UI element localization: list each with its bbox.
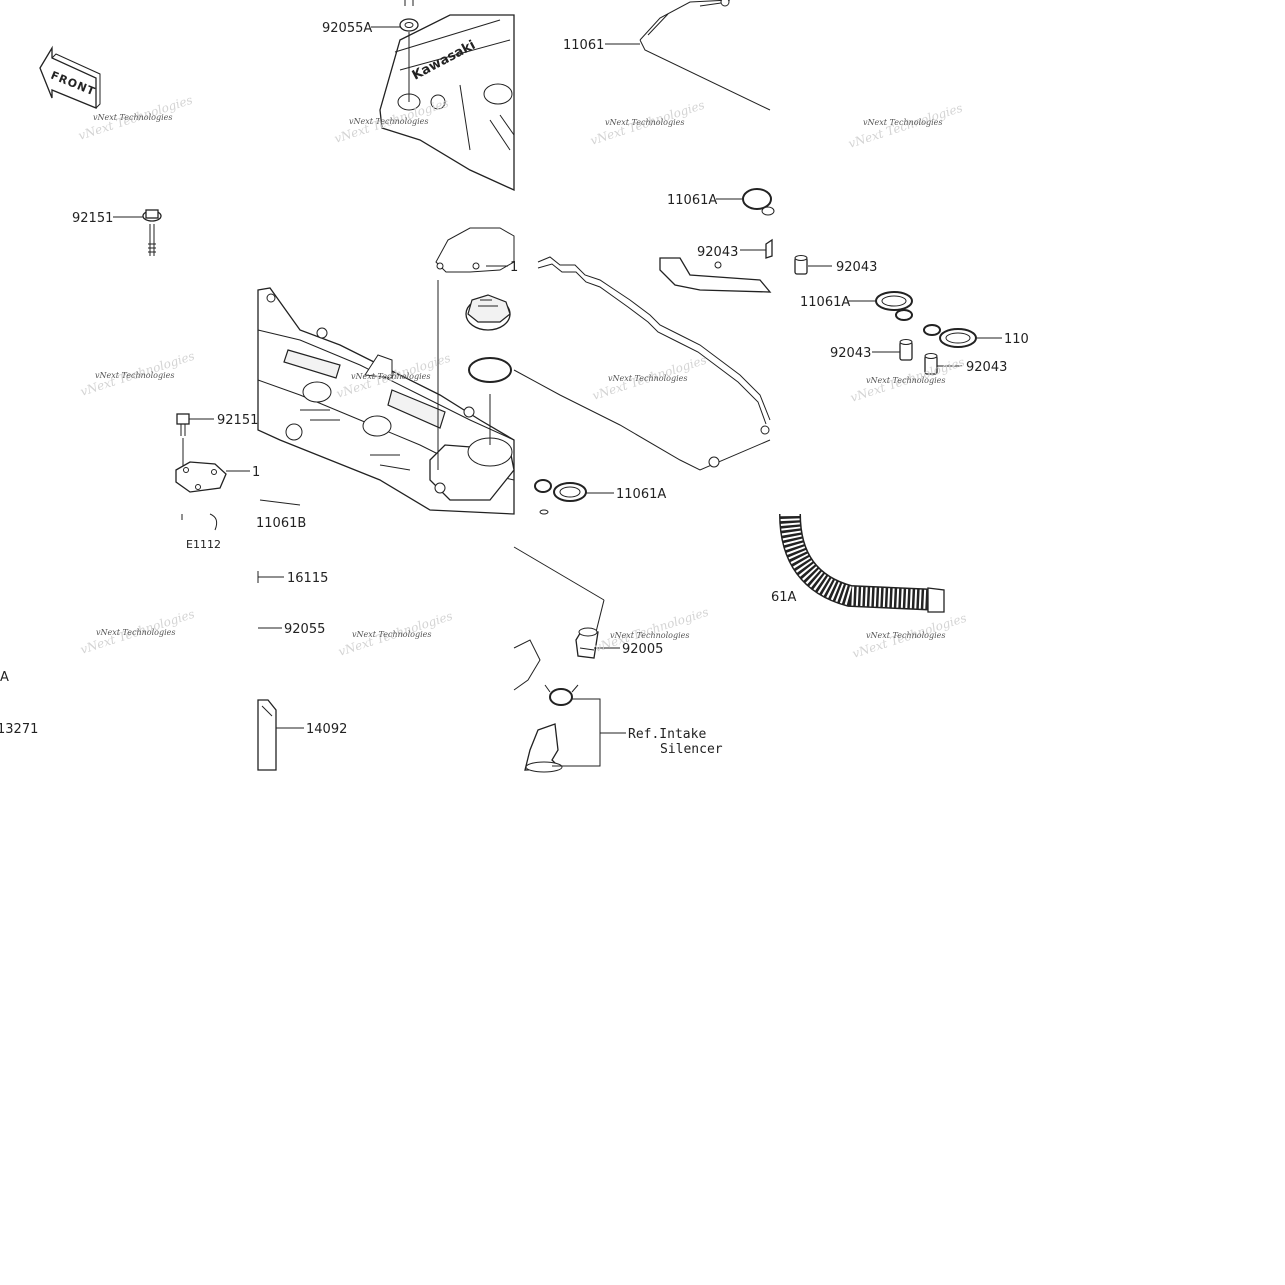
part-label: 61A [771, 590, 797, 605]
part-label: 1 [510, 260, 518, 275]
part-label: 11061A [667, 193, 717, 208]
corrugated-hose [779, 513, 945, 613]
breather-hose-connector [513, 546, 605, 659]
reference-label-line1: Ref.Intake [628, 727, 706, 742]
bolt-92151-a [142, 209, 162, 256]
part-labels: 92055A 11061 11061A 92043 92043 11061A 9… [0, 21, 1029, 757]
watermark: vNext Technologies [608, 374, 687, 383]
part-label: 92043 [836, 260, 877, 275]
part-label: 92043 [830, 346, 871, 361]
watermark: vNext Technologies [96, 628, 175, 637]
collar-92043-d [924, 353, 938, 375]
watermark: vNext Technologies [95, 371, 174, 380]
part-label: 92055 [284, 622, 325, 637]
part-label: 11061B [256, 516, 306, 531]
collar-92043-b [794, 255, 808, 275]
watermark: vNext Technologies [866, 631, 945, 640]
watermarks: vNext Technologies vNext Technologies vN… [77, 93, 969, 661]
cylinder-head-cover-upper: Kawasaki [379, 14, 515, 192]
collar-92043-a [765, 238, 773, 259]
part-label: 1 [252, 465, 260, 480]
part-label: 92043 [966, 360, 1007, 375]
gasket-cover-small [435, 227, 515, 470]
washer-92055A [399, 0, 419, 102]
seal-ring-11061A-b [875, 291, 913, 321]
bolt-92151-b [176, 413, 190, 468]
seal-ring-11061A-a [742, 188, 775, 216]
gasket-11061-lower [513, 256, 771, 471]
leader-lines [113, 26, 1002, 729]
collar-92043-c [899, 339, 913, 361]
oil-filler-cap [465, 294, 511, 331]
part-label: 11061A [616, 487, 666, 502]
reference-label-line2: Silencer [660, 742, 723, 757]
o-ring [468, 357, 512, 445]
gasket-11061 [639, 0, 771, 111]
part-label: 92151 [217, 413, 258, 428]
watermark: vNext Technologies [349, 117, 428, 126]
intake-elbow [524, 723, 563, 773]
seal-ring-11061A-c [534, 479, 587, 515]
part-label: 92043 [697, 245, 738, 260]
part-label: 92151 [72, 211, 113, 226]
left-intake-fragment [513, 639, 541, 691]
watermark: vNext Technologies [93, 113, 172, 122]
part-label: 14092 [306, 722, 347, 737]
watermark: vNext Technologies [610, 631, 689, 640]
watermark: vNext Technologies [351, 372, 430, 381]
part-label: 92055A [322, 21, 372, 36]
cover-14092 [257, 699, 277, 771]
breather-cover-plate [659, 257, 772, 293]
hose-clamp [544, 684, 579, 706]
part-label: 13271 [0, 722, 38, 737]
cover-plate-left [175, 461, 227, 531]
part-label: E1112 [186, 538, 221, 551]
watermark: vNext Technologies [352, 630, 431, 639]
seal-ring-110 [923, 324, 977, 348]
part-label: 16115 [287, 571, 328, 586]
part-label: 92005 [622, 642, 663, 657]
front-arrow-icon: FRONT [39, 45, 101, 109]
ref-bracket [552, 698, 626, 767]
part-label: A [0, 670, 9, 685]
part-label: 110 [1004, 332, 1029, 347]
watermark: vNext Technologies [866, 376, 945, 385]
cylinder-head-cover-main [257, 287, 515, 515]
watermark: vNext Technologies [863, 118, 942, 127]
part-label: 11061A [800, 295, 850, 310]
watermark: vNext Technologies [605, 118, 684, 127]
part-label: 11061 [563, 38, 604, 53]
